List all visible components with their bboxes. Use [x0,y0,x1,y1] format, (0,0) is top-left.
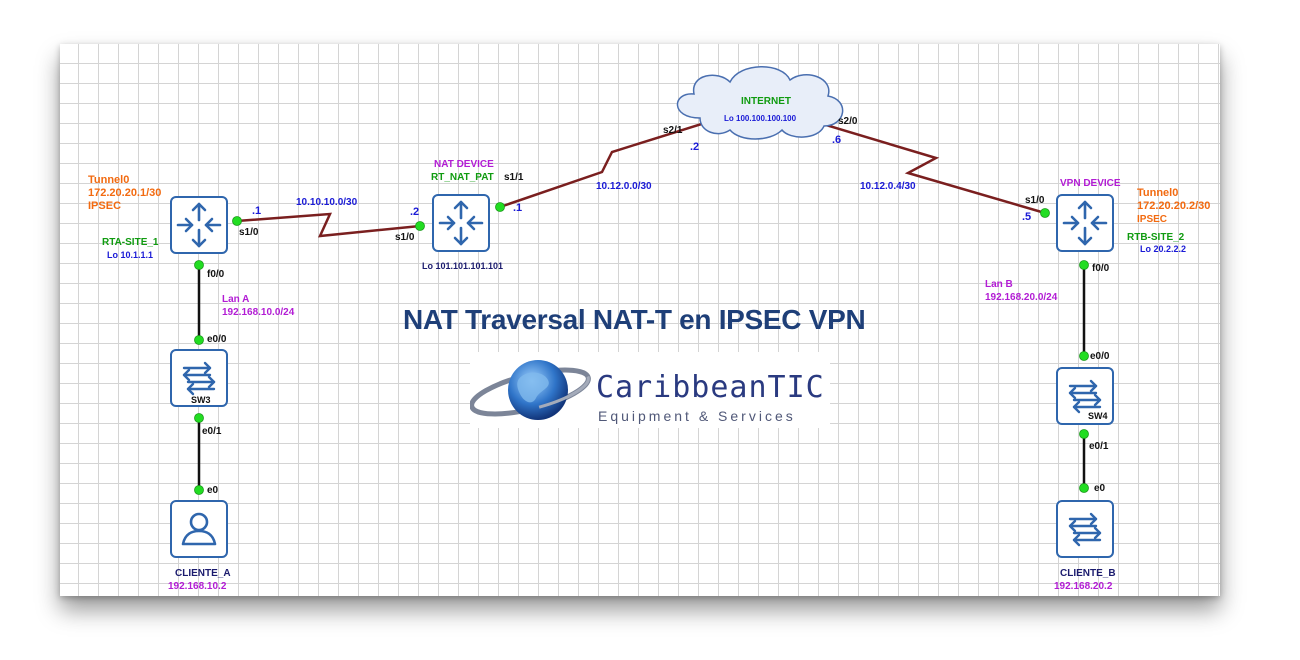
rtb-name: RTB-SITE_2 [1127,232,1185,243]
port-dot-nat-s1-1 [495,202,505,212]
user-icon [181,512,217,546]
rta-s1-0-host: .1 [252,205,262,217]
port-dot-rta-f0-0 [194,260,204,270]
switch-sw3[interactable] [170,349,228,407]
link-internet-rtb-subnet: 10.12.0.4/30 [860,181,916,192]
internet-s2-0-label: s2/0 [838,116,858,127]
client-cliente-a[interactable] [170,500,228,558]
nat-loopback: Lo 101.101.101.101 [422,261,504,271]
internet-cloud-loopback: Lo 100.100.100.100 [724,114,797,123]
port-dot-cliente-a-e0 [194,485,204,495]
cliente-b-name: CLIENTE_B [1060,568,1116,579]
rtb-s1-0-label: s1/0 [1025,195,1045,206]
port-dot-rtb-s1-0 [1040,208,1050,218]
rtb-tunnel-name: Tunnel0 [1137,187,1179,199]
sw3-e0-0-label: e0/0 [207,334,227,345]
rta-f0-0-label: f0/0 [207,269,225,280]
rtb-s1-0-host: .5 [1022,211,1032,223]
router-icon [176,202,222,248]
nat-s1-0-label: s1/0 [395,232,415,243]
port-dots [194,202,1089,495]
rtb-tunnel-ip: 172.20.20.2/30 [1137,200,1211,212]
internet-cloud-icon[interactable] [676,66,844,140]
rta-loopback: Lo 10.1.1.1 [107,250,154,260]
switch-icon [182,361,216,396]
lan-b-subnet: 192.168.20.0/24 [985,292,1058,303]
nat-role: NAT DEVICE [434,159,494,170]
internet-s2-1-label: s2/1 [663,125,683,136]
logo-brand: CaribbeanTIC [596,370,825,405]
client-cliente-b[interactable] [1056,500,1114,558]
globe-icon [470,360,591,420]
rtb-loopback: Lo 20.2.2.2 [1140,244,1187,254]
switch-sw4[interactable] [1056,367,1114,425]
cliente-a-name: CLIENTE_A [175,568,231,579]
cliente-b-ip: 192.168.20.2 [1054,581,1113,592]
link-nat-internet-subnet: 10.12.0.0/30 [596,181,652,192]
lan-a-subnet: 192.168.10.0/24 [222,307,295,318]
logo-tagline: Equipment & Services [598,408,796,424]
lan-b-name: Lan B [985,279,1013,290]
rtb-f0-0-label: f0/0 [1092,263,1110,274]
lan-a-name: Lan A [222,294,250,305]
router-icon [1062,200,1108,246]
port-dot-sw3-e0-0 [194,335,204,345]
nat-s1-1-host: .1 [513,202,523,214]
cliente-b-e0-label: e0 [1094,483,1106,494]
port-dot-rtb-f0-0 [1079,260,1089,270]
internet-s2-1-host: .2 [690,141,700,153]
link-rta-nat-subnet: 10.10.10.0/30 [296,197,358,208]
rtb-role: VPN DEVICE [1060,178,1121,189]
port-dot-sw4-e0-0 [1079,351,1089,361]
router-icon [438,200,484,246]
topology-canvas [60,44,1220,596]
sw4-e0-1-label: e0/1 [1089,441,1109,452]
rtb-tunnel-mode: IPSEC [1137,214,1168,225]
internet-cloud-name: INTERNET [741,96,791,107]
sw4-name: SW4 [1088,411,1108,421]
router-rta[interactable] [170,196,228,254]
switch-icon [1068,379,1102,414]
caribbeantic-logo: CaribbeanTIC Equipment & Services [470,352,830,428]
nat-s1-0-host: .2 [410,206,420,218]
port-dot-sw3-e0-1 [194,413,204,423]
switch-icon [1068,512,1102,547]
rta-s1-0-label: s1/0 [239,227,259,238]
port-dot-nat-s1-0 [415,221,425,231]
sw3-name: SW3 [191,395,211,405]
nat-s1-1-label: s1/1 [504,172,524,183]
rta-name: RTA-SITE_1 [102,237,159,248]
diagram-title: NAT Traversal NAT-T en IPSEC VPN [403,304,866,335]
serial-link-nat-internet [499,120,709,209]
sw4-e0-0-label: e0/0 [1090,351,1110,362]
cliente-a-e0-label: e0 [207,485,219,496]
router-rtb[interactable] [1056,194,1114,252]
sw3-e0-1-label: e0/1 [202,426,222,437]
nat-name: RT_NAT_PAT [431,172,494,183]
router-nat[interactable] [432,194,490,252]
serial-link-internet-rtb [825,123,1046,215]
serial-link-rta-nat [236,212,421,238]
cliente-a-ip: 192.168.10.2 [168,581,227,592]
internet-s2-0-host: .6 [832,134,842,146]
port-dot-rta-s1-0 [232,216,242,226]
port-dot-cliente-b-e0 [1079,483,1089,493]
rta-tunnel-name: Tunnel0 [88,174,130,186]
port-dot-sw4-e0-1 [1079,429,1089,439]
rta-tunnel-ip: 172.20.20.1/30 [88,187,162,199]
rta-tunnel-mode: IPSEC [88,200,122,212]
